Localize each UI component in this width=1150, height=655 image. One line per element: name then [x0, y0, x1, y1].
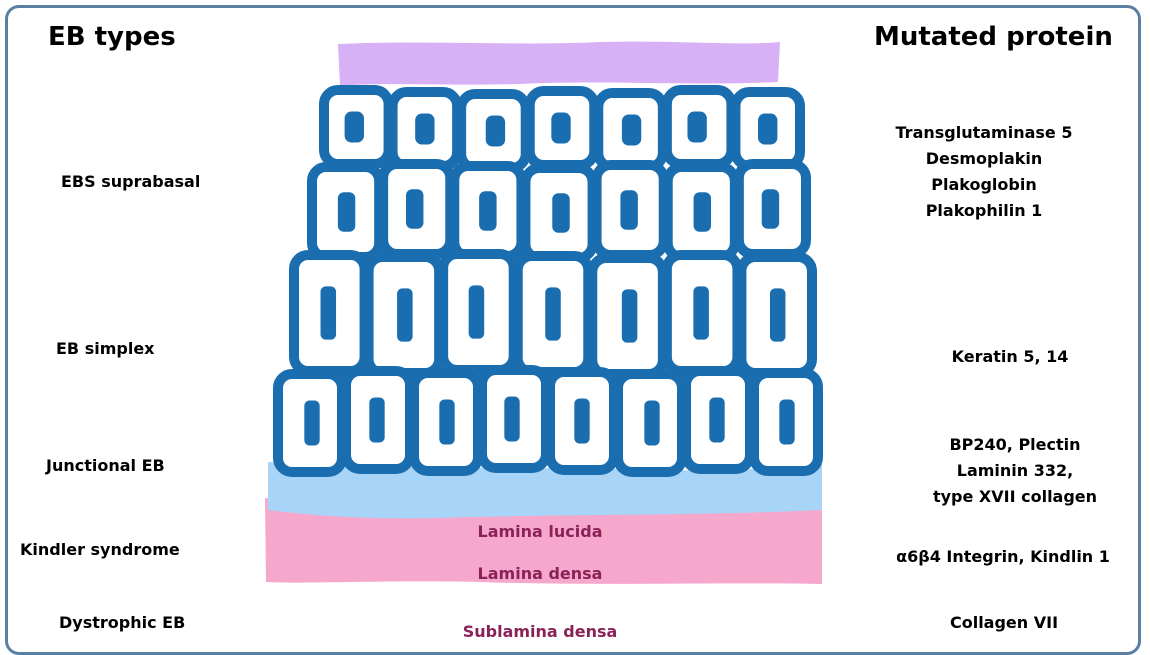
cell-nucleus	[574, 398, 589, 443]
lamina-densa-label: Lamina densa	[478, 564, 603, 583]
cell-nucleus	[709, 397, 724, 442]
eb-types-heading: EB types	[48, 22, 176, 52]
cell-nucleus	[620, 190, 637, 230]
cell-nucleus	[321, 286, 337, 339]
cell-nucleus	[552, 193, 569, 233]
cell-nucleus	[504, 396, 519, 441]
stratum-corneum-band	[338, 42, 780, 86]
cell-nucleus	[779, 399, 794, 444]
cell-nucleus	[622, 114, 641, 145]
cell-nucleus	[469, 285, 485, 338]
protein-integrin-kindlin: α6β4 Integrin, Kindlin 1	[896, 544, 1110, 570]
cell-nucleus	[687, 111, 706, 142]
protein-plakophilin-1: Plakophilin 1	[896, 198, 1073, 224]
eb-type-eb-simplex: EB simplex	[56, 339, 154, 358]
mutated-protein-heading: Mutated protein	[874, 22, 1113, 52]
protein-group-simplex: Keratin 5, 14	[952, 344, 1069, 370]
protein-desmoplakin: Desmoplakin	[896, 146, 1073, 172]
cell-nucleus	[406, 189, 423, 229]
cell-nucleus	[551, 112, 570, 143]
cell-nucleus	[486, 115, 505, 146]
cell-nucleus	[622, 289, 638, 342]
cell-nucleus	[693, 286, 709, 339]
protein-collagen-vii: Collagen VII	[950, 610, 1058, 636]
protein-group-kindler: α6β4 Integrin, Kindlin 1	[896, 544, 1110, 570]
eb-type-ebs-suprabasal: EBS suprabasal	[61, 172, 200, 191]
protein-group-suprabasal: Transglutaminase 5 Desmoplakin Plakoglob…	[896, 120, 1073, 224]
keratinocyte-cells	[278, 90, 818, 472]
lamina-lucida-label: Lamina lucida	[478, 522, 603, 541]
cell-nucleus	[345, 111, 364, 142]
protein-type-xvii-collagen: type XVII collagen	[933, 484, 1097, 510]
cell-nucleus	[369, 397, 384, 442]
protein-group-junctional: BP240, Plectin Laminin 332, type XVII co…	[933, 432, 1097, 510]
cell-nucleus	[304, 400, 319, 445]
sublamina-densa-label: Sublamina densa	[463, 622, 618, 641]
eb-type-dystrophic-eb: Dystrophic EB	[59, 613, 185, 632]
cell-nucleus	[415, 113, 434, 144]
cell-nucleus	[397, 288, 413, 341]
cell-nucleus	[762, 189, 779, 229]
eb-type-junctional-eb: Junctional EB	[46, 456, 165, 475]
cell-nucleus	[439, 399, 454, 444]
protein-laminin-332: Laminin 332,	[933, 458, 1097, 484]
cell-nucleus	[545, 287, 561, 340]
cell-nucleus	[770, 288, 786, 341]
protein-plakoglobin: Plakoglobin	[896, 172, 1073, 198]
cell-nucleus	[479, 191, 496, 231]
cell-nucleus	[694, 192, 711, 232]
cell-nucleus	[758, 113, 777, 144]
eb-type-kindler-syndrome: Kindler syndrome	[20, 540, 180, 559]
cell-nucleus	[338, 192, 355, 232]
cell-nucleus	[644, 400, 659, 445]
protein-transglutaminase-5: Transglutaminase 5	[896, 120, 1073, 146]
protein-keratin: Keratin 5, 14	[952, 344, 1069, 370]
protein-bp240-plectin: BP240, Plectin	[933, 432, 1097, 458]
protein-group-dystrophic: Collagen VII	[950, 610, 1058, 636]
